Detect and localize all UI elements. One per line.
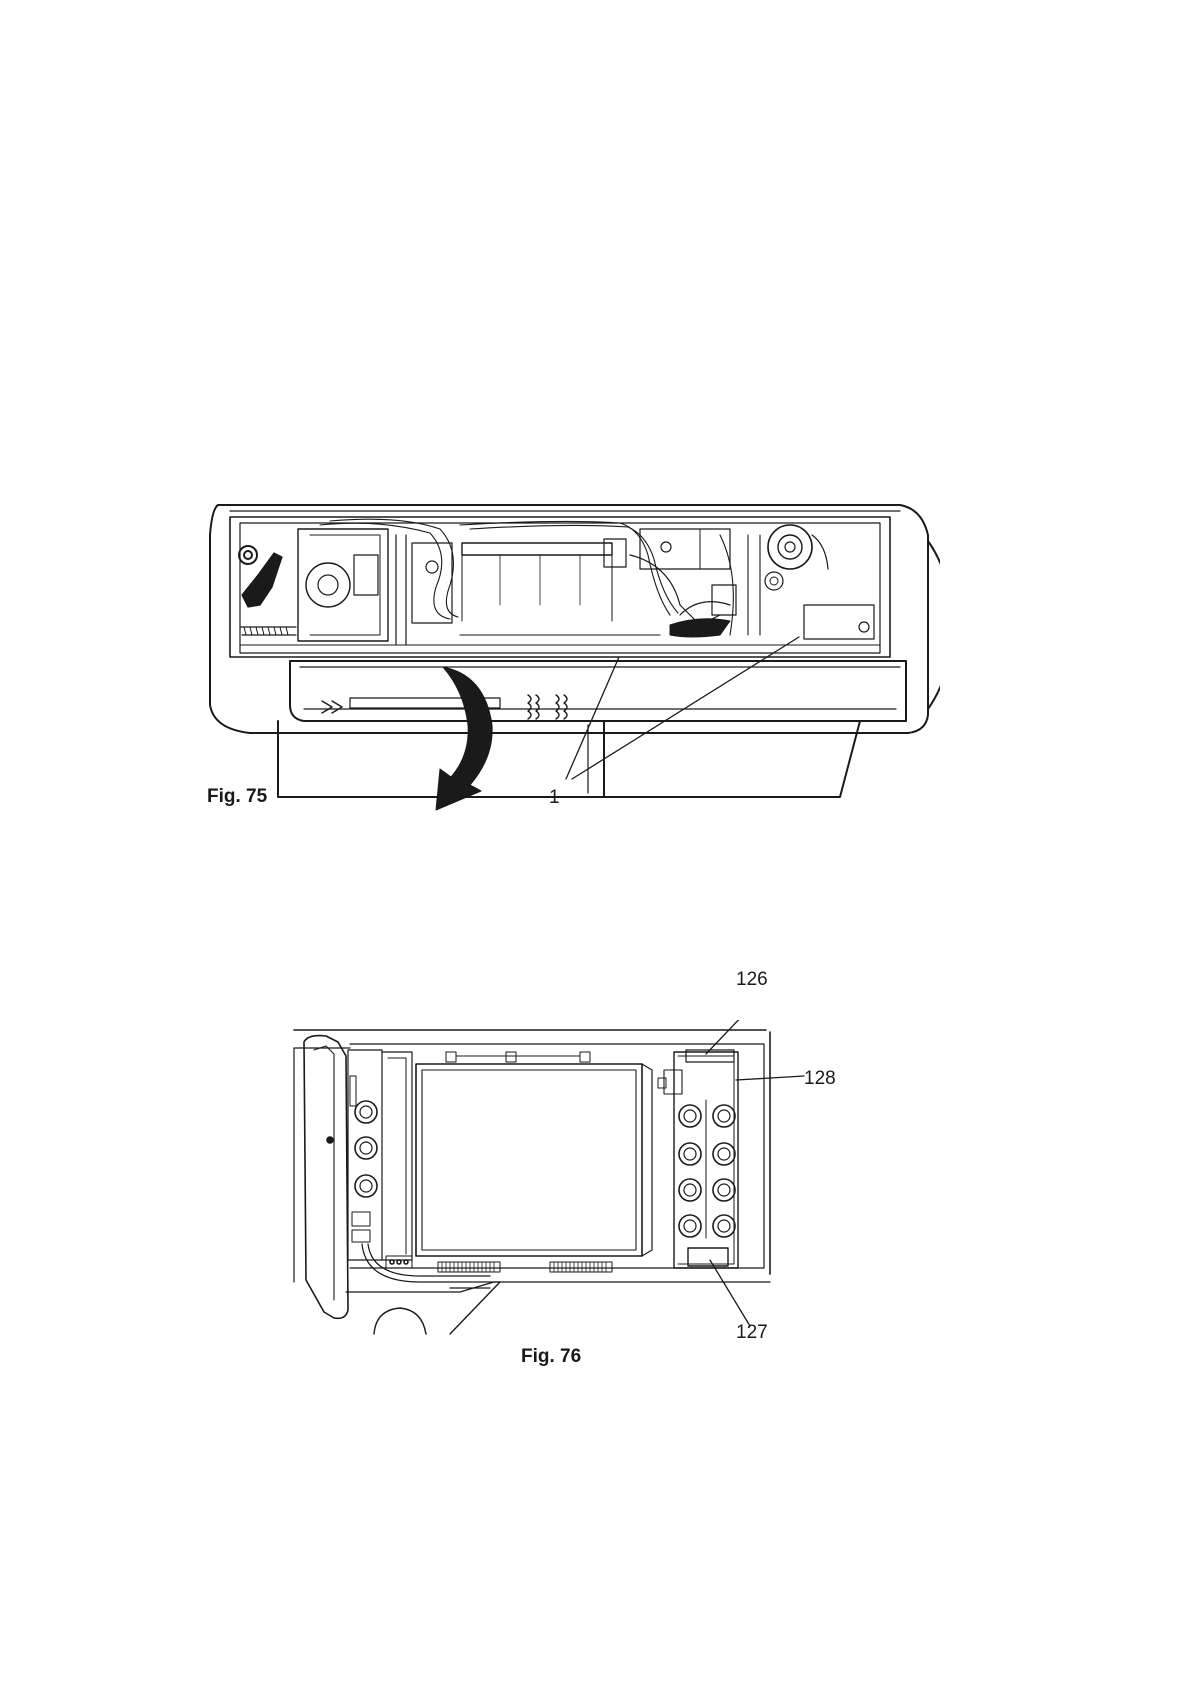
- callout-126: 126: [736, 969, 768, 991]
- callout-127: 127: [736, 1322, 768, 1344]
- figure-75-caption: Fig. 75: [207, 786, 267, 808]
- figure-76-caption: Fig. 76: [521, 1346, 581, 1368]
- figure-75-illustration: [200, 495, 940, 855]
- callout-128: 128: [804, 1068, 836, 1090]
- figure-76-illustration: [290, 1020, 810, 1340]
- callout-1: 1: [549, 787, 560, 809]
